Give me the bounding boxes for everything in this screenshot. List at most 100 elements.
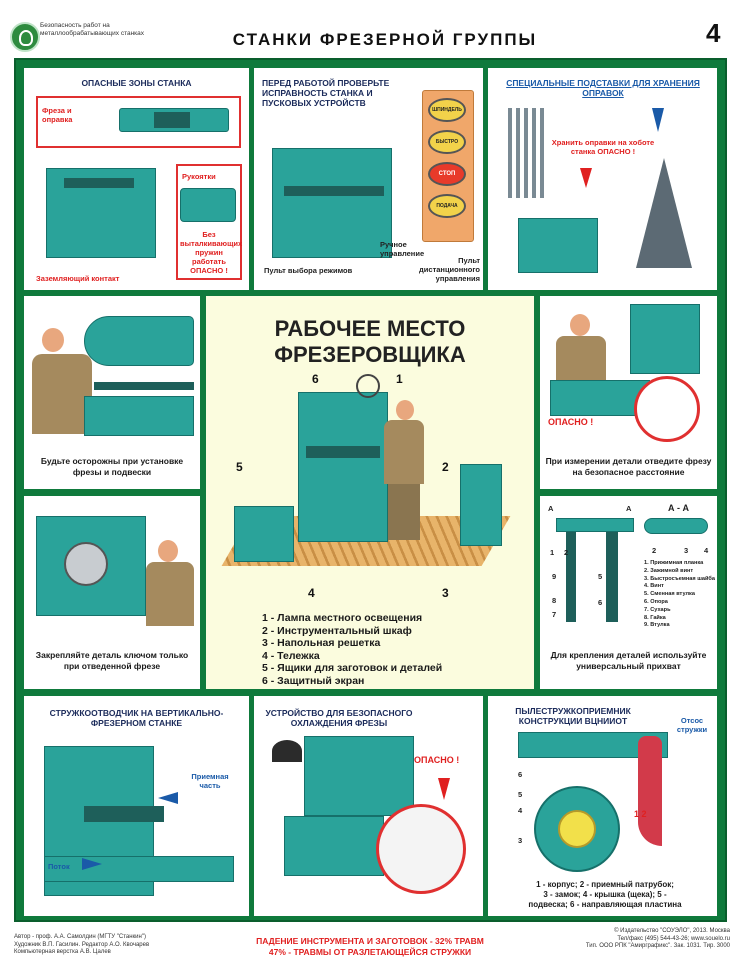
author-line: Художник В.П. Гасилин. Редактор А.О. Кво… <box>14 941 150 948</box>
detail-zoom-circle <box>376 804 466 894</box>
publisher-line: Тел/факс (495) 544-43-26; www.souelo.ru <box>617 935 730 942</box>
callout-2: 2 <box>652 546 657 555</box>
workplace-machine-table <box>306 446 380 458</box>
panel-caption: При измерении детали отведите фрезу на б… <box>545 456 712 477</box>
worker-head <box>42 328 64 352</box>
arbor-rack-drawing <box>508 108 548 198</box>
callout-5: 5 <box>598 572 603 581</box>
stop-button <box>428 162 466 186</box>
injury-statistics: ПАДЕНИЕ ИНСТРУМЕНТА И ЗАГОТОВОК - 32% ТР… <box>240 936 500 958</box>
legend-line: подвеска; 6 - направляющая пластина <box>528 900 682 909</box>
workplace-title-line1: РАБОЧЕЕ МЕСТО <box>274 316 466 341</box>
worker-head <box>396 400 414 420</box>
workplace-legend: 1 - Лампа местного освещения 2 - Инструм… <box>262 612 492 688</box>
part-item: 4. Винт <box>644 583 664 590</box>
callout-1: 1 <box>550 548 555 557</box>
part-item: 7. Сухарь <box>644 606 671 613</box>
clamp-bolt-drawing <box>606 532 618 622</box>
callout-5: 5 <box>236 460 243 474</box>
springs-warning: Без выталкивающих пружин работать ОПАСНО… <box>180 230 243 275</box>
publisher-credit: © Издательство "СОУЭЛО", 2013. Москва Те… <box>560 928 730 951</box>
part-item: 9. Втулка <box>644 622 670 629</box>
rapid-button-label: БЫСТРО <box>435 139 459 145</box>
panel-safe-cooling: УСТРОЙСТВО ДЛЯ БЕЗОПАСНОГО ОХЛАЖДЕНИЯ ФР… <box>254 696 483 916</box>
part-item: 2. Зажимной винт <box>644 567 694 574</box>
panel-title: ПЕРЕД РАБОТОЙ ПРОВЕРЬТЕ ИСПРАВНОСТЬ СТАН… <box>262 78 390 108</box>
callout-5: 5 <box>518 790 523 799</box>
ground-label: Заземляющий контакт <box>36 274 120 283</box>
suction-pipe-drawing <box>638 736 662 846</box>
spindle-button-label: ШПИНДЕЛЬ <box>432 107 462 113</box>
manual-control-label: Ручное управление <box>380 240 425 258</box>
worker-body <box>556 336 606 380</box>
panel-chip-receiver: ПЫЛЕСТРУЖКОПРИЕМНИК КОНСТРУКЦИИ ВЦНИИОТ … <box>488 696 717 916</box>
machine-table <box>284 186 384 196</box>
remote-control-label: Пульт дистанционного управления <box>419 256 480 283</box>
feed-button-label: ПОДАЧА <box>436 203 458 209</box>
panel-title: СТРУЖКООТВОДЧИК НА ВЕРТИКАЛЬНО-ФРЕЗЕРНОМ… <box>49 708 224 728</box>
detail-zoom-circle <box>634 376 700 442</box>
panel-clamping: Закрепляйте деталь ключом только при отв… <box>24 496 200 689</box>
worker-legs <box>388 484 420 540</box>
receiver-arrow-icon <box>158 792 178 804</box>
machine-arbor-drawing <box>518 218 598 273</box>
spindle-drawing <box>630 304 700 374</box>
callout-9: 9 <box>552 572 557 581</box>
callout-2: 2 <box>442 460 449 474</box>
handles-zone-frame <box>176 164 242 280</box>
workplace-machine-drawing <box>298 392 388 542</box>
rapid-button <box>428 130 466 154</box>
clamp-plate-drawing <box>556 518 634 532</box>
callout-3: 3 <box>518 836 523 845</box>
authors-credit: Автор - проф. А.А. Самолдин (МГТУ "Станк… <box>14 934 234 957</box>
worker-head <box>570 314 590 336</box>
machine-table-drawing <box>550 380 650 416</box>
publisher-logo-icon <box>10 22 40 52</box>
worker-body <box>32 354 92 434</box>
danger-label: ОПАСНО ! <box>548 417 594 427</box>
parts-list: 1. Прижимная планка 2. Зажимной винт 3. … <box>644 560 716 630</box>
panel-chip-deflector: СТРУЖКООТВОДЧИК НА ВЕРТИКАЛЬНО-ФРЕЗЕРНОМ… <box>24 696 249 916</box>
flow-label: Поток <box>48 862 70 871</box>
callout-4: 4 <box>518 806 523 815</box>
panel-title: ОПАСНЫЕ ЗОНЫ СТАНКА <box>81 78 192 88</box>
publisher-line: Тип. ООО РПК "Амирграфикс". Зак. 1031. Т… <box>585 943 730 949</box>
callout-8: 8 <box>552 596 557 605</box>
spindle-button <box>428 98 466 122</box>
section-aa-label: А - А <box>668 503 689 513</box>
stand-arrow-icon <box>652 108 664 132</box>
part-item: 1. Прижимная планка <box>644 560 704 566</box>
author-line: Компьютерная верстка А.В. Цалев <box>14 949 111 955</box>
section-a-label: А <box>626 504 632 513</box>
author-line: Автор - проф. А.А. Самолдин (МГТУ "Станк… <box>14 934 146 940</box>
worker-body <box>146 562 194 626</box>
warning-arrow-icon <box>580 168 592 188</box>
stat-line: ПАДЕНИЕ ИНСТРУМЕНТА И ЗАГОТОВОК - 32% ТР… <box>256 936 484 946</box>
worker-head <box>158 540 178 562</box>
panel-title: ПЫЛЕСТРУЖКОПРИЕМНИК КОНСТРУКЦИИ ВЦНИИОТ <box>515 706 631 726</box>
part-item: 8. Гайка <box>644 614 666 621</box>
cutter-drawing <box>154 112 190 128</box>
callout-2: 2 <box>564 548 569 557</box>
panel-careful-install: Будьте осторожны при установке фрезы и п… <box>24 296 200 489</box>
panel-caption: Закрепляйте деталь ключом только при отв… <box>35 650 189 671</box>
section-view-drawing <box>644 518 708 534</box>
panel-workplace: РАБОЧЕЕ МЕСТО ФРЕЗЕРОВЩИКА 6 1 5 2 4 3 <box>206 296 534 689</box>
lamp-icon <box>356 374 380 398</box>
part-item: 5. Сменная втулка <box>644 591 695 598</box>
panel-title: СПЕЦИАЛЬНЫЕ ПОДСТАВКИ ДЛЯ ХРАНЕНИЯ ОПРАВ… <box>506 78 700 98</box>
handles-label: Рукоятки <box>182 172 216 181</box>
callout-3: 3 <box>684 546 689 555</box>
panel-caption: Будьте осторожны при установке фрезы и п… <box>40 456 184 477</box>
machine-head-drawing <box>304 736 414 816</box>
machine-table <box>64 178 134 188</box>
callout-6: 6 <box>312 372 319 386</box>
clamp-screw-drawing <box>566 532 576 622</box>
stat-line: 47% - ТРАВМЫ ОТ РАЗЛЕТАЮЩЕЙСЯ СТРУЖКИ <box>268 947 472 957</box>
legend-item: 4 - Тележка <box>262 649 320 662</box>
machine-base-drawing <box>84 396 194 436</box>
callout-4: 4 <box>308 586 315 600</box>
legend-line: 3 - замок; 4 - крышка (щека); 5 - <box>543 890 667 899</box>
callout-3: 3 <box>442 586 449 600</box>
receiver-label: Приемная часть <box>191 772 229 790</box>
